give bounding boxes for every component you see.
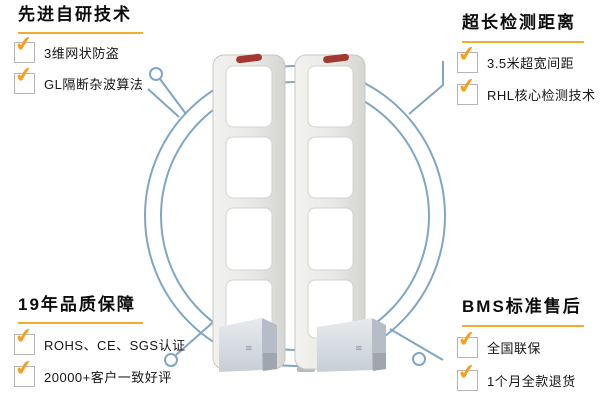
checkbox: ✔	[13, 32, 35, 63]
base-front	[317, 318, 372, 372]
pillar-base-left: ≋	[219, 318, 277, 372]
check-icon: ✔	[13, 62, 35, 89]
feature-item-label: 20000+客户一致好评	[44, 370, 172, 385]
checkbox: ✔	[456, 327, 478, 358]
wave-logo-icon: ≋	[355, 343, 363, 353]
title-underline	[462, 325, 584, 327]
feature-title: 超长检测距离	[462, 13, 576, 32]
feature-item: ✔ 20000+客户一致好评	[13, 356, 186, 387]
pillar-window	[225, 207, 273, 271]
feature-block-top-right: 超长检测距离 ✔ 3.5米超宽间距 ✔ RHL核心检测技术	[456, 12, 596, 105]
feature-item-label: 全国联保	[487, 341, 542, 356]
checkbox: ✔	[456, 42, 478, 73]
base-foot	[373, 353, 386, 371]
title-underline	[18, 322, 143, 324]
eas-pillar-left: ≋	[212, 53, 286, 372]
pillar-window	[225, 136, 273, 199]
check-icon: ✔	[456, 73, 478, 100]
pillar-window	[225, 65, 273, 128]
callout-ring-top-left	[149, 67, 163, 81]
feature-title: 19年品质保障	[18, 295, 136, 314]
pillar-window	[307, 207, 354, 271]
feature-item: ✔ 3维网状防盗	[13, 32, 143, 63]
feature-item: ✔ 1个月全款退货	[456, 360, 584, 391]
pillar-window	[307, 136, 354, 199]
feature-item: ✔ 3.5米超宽间距	[456, 42, 596, 73]
feature-item: ✔ GL隔断杂波算法	[13, 63, 144, 94]
callout-ring-bottom-left	[164, 353, 178, 367]
checkbox: ✔	[456, 360, 478, 391]
callout-connectors	[147, 61, 444, 367]
base-front	[219, 318, 262, 372]
alarm-light-icon	[323, 53, 349, 64]
feature-block-bottom-right: BMS标准售后 ✔ 全国联保 ✔ 1个月全款退货	[456, 296, 584, 391]
title-underline	[18, 32, 143, 34]
feature-title: 先进自研技术	[18, 5, 132, 24]
checkbox: ✔	[456, 74, 478, 105]
feature-item-label: GL隔断杂波算法	[44, 77, 144, 92]
feature-item-label: 3维网状防盗	[44, 46, 120, 61]
callout-line-top-left-b	[147, 88, 180, 118]
checkbox: ✔	[13, 356, 35, 387]
check-icon: ✔	[13, 323, 35, 350]
pillar-window	[307, 65, 354, 128]
feature-block-bottom-left: 19年品质保障 ✔ ROHS、CE、SGS认证 ✔ 20000+客户一致好评	[13, 294, 186, 387]
check-icon: ✔	[456, 359, 478, 386]
checkbox: ✔	[13, 324, 35, 355]
feature-item: ✔ RHL核心检测技术	[456, 74, 596, 105]
check-icon: ✔	[13, 31, 35, 58]
callout-line-top-right	[408, 61, 444, 115]
feature-item-label: RHL核心检测技术	[487, 88, 596, 103]
alarm-light-icon	[236, 53, 262, 64]
check-icon: ✔	[13, 355, 35, 382]
title-underline	[462, 41, 584, 43]
feature-item-label: 3.5米超宽间距	[487, 56, 575, 71]
checkbox: ✔	[13, 63, 35, 94]
feature-title: BMS标准售后	[462, 297, 582, 316]
check-icon: ✔	[456, 326, 478, 353]
callout-ring-bottom-right	[412, 352, 426, 366]
feature-block-top-left: 先进自研技术 ✔ 3维网状防盗 ✔ GL隔断杂波算法	[13, 4, 144, 94]
feature-item: ✔ 全国联保	[456, 327, 584, 358]
eas-pillar-right: ≋	[294, 53, 386, 372]
feature-item-label: 1个月全款退货	[487, 374, 576, 389]
callout-line-bottom-right	[389, 328, 444, 361]
callout-line-top-left-a	[159, 78, 187, 115]
pillar-base-right: ≋	[317, 318, 386, 372]
feature-item: ✔ ROHS、CE、SGS认证	[13, 324, 186, 355]
check-icon: ✔	[456, 41, 478, 68]
feature-item-label: ROHS、CE、SGS认证	[44, 338, 186, 353]
wave-logo-icon: ≋	[245, 343, 253, 353]
base-foot	[263, 353, 277, 371]
